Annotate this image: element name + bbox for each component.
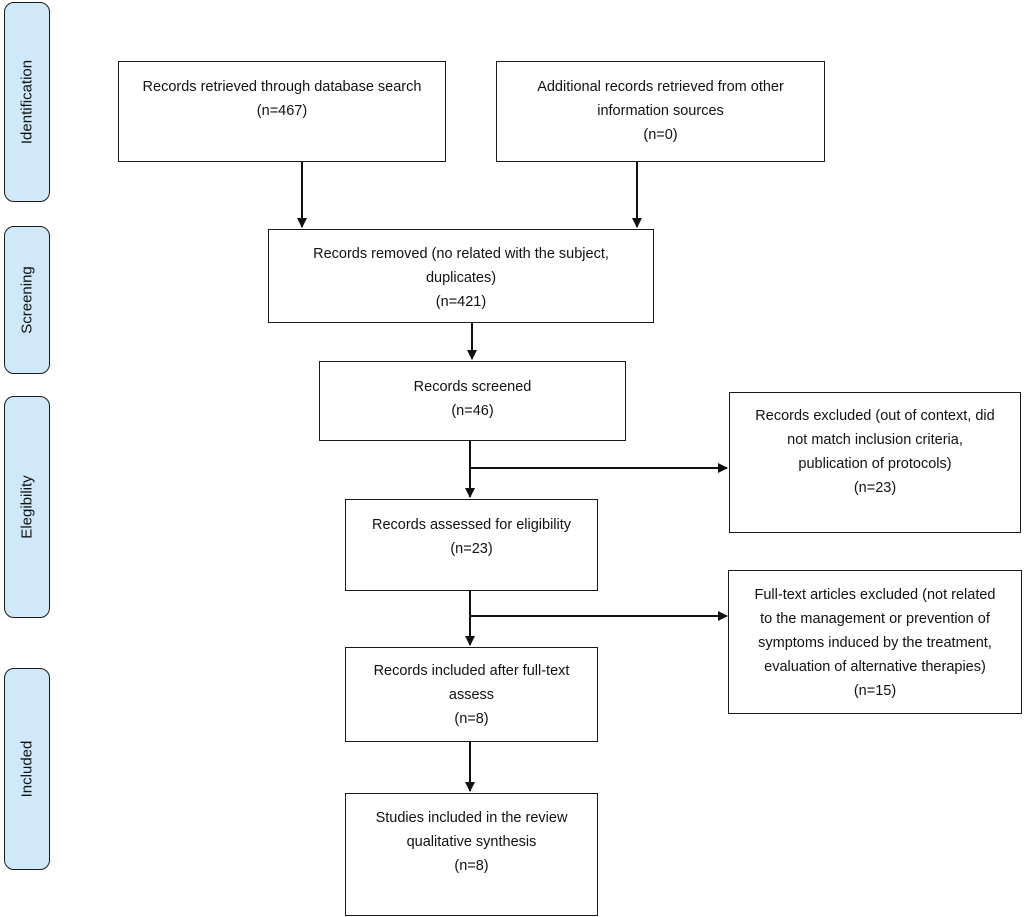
box-records-excluded: Records excluded (out of context, did no… <box>729 392 1021 533</box>
box-assessed-eligibility: Records assessed for eligibility (n=23) <box>345 499 598 591</box>
database-search-text: Records retrieved through database searc… <box>142 79 422 95</box>
records-removed-count: (n=421) <box>435 294 487 310</box>
box-records-screened: Records screened (n=46) <box>319 361 626 441</box>
assessed-eligibility-count: (n=23) <box>450 541 493 557</box>
included-fulltext-text-2: assess <box>448 687 495 703</box>
fulltext-excluded-text-2: to the management or prevention of <box>760 611 990 627</box>
records-screened-count: (n=46) <box>451 403 494 419</box>
stage-eligibility: Elegibility <box>4 396 50 618</box>
records-excluded-text-3: publication of protocols) <box>798 456 952 472</box>
studies-included-text-2: qualitative synthesis <box>406 834 537 850</box>
box-fulltext-excluded: Full-text articles excluded (not related… <box>728 570 1022 714</box>
records-removed-text-2: duplicates) <box>425 270 497 286</box>
box-studies-included: Studies included in the review qualitati… <box>345 793 598 916</box>
box-included-fulltext: Records included after full-text assess … <box>345 647 598 742</box>
other-sources-text-1: Additional records retrieved from other <box>537 79 784 95</box>
box-records-removed: Records removed (no related with the sub… <box>268 229 654 323</box>
database-search-count: (n=467) <box>256 103 308 119</box>
records-screened-text: Records screened <box>413 379 532 395</box>
records-excluded-count: (n=23) <box>853 480 897 496</box>
included-fulltext-count: (n=8) <box>454 711 489 727</box>
box-other-sources: Additional records retrieved from other … <box>496 61 825 162</box>
records-excluded-text-2: not match inclusion criteria, <box>787 432 963 448</box>
fulltext-excluded-text-4: evaluation of alternative therapies) <box>764 659 986 675</box>
included-fulltext-text-1: Records included after full-text <box>373 663 570 679</box>
stage-screening: Screening <box>4 226 50 374</box>
studies-included-count: (n=8) <box>454 858 489 874</box>
assessed-eligibility-text: Records assessed for eligibility <box>371 517 572 533</box>
fulltext-excluded-count: (n=15) <box>853 683 897 699</box>
other-sources-text-2: information sources <box>597 103 724 119</box>
stage-identification: Identification <box>4 2 50 202</box>
records-excluded-text-1: Records excluded (out of context, did <box>755 408 995 424</box>
fulltext-excluded-text-3: symptoms induced by the treatment, <box>758 635 992 651</box>
other-sources-count: (n=0) <box>643 127 678 143</box>
studies-included-text-1: Studies included in the review <box>375 810 568 826</box>
records-removed-text-1: Records removed (no related with the sub… <box>313 246 609 262</box>
stage-included: Included <box>4 668 50 870</box>
fulltext-excluded-text-1: Full-text articles excluded (not related <box>754 587 996 603</box>
box-database-search: Records retrieved through database searc… <box>118 61 446 162</box>
